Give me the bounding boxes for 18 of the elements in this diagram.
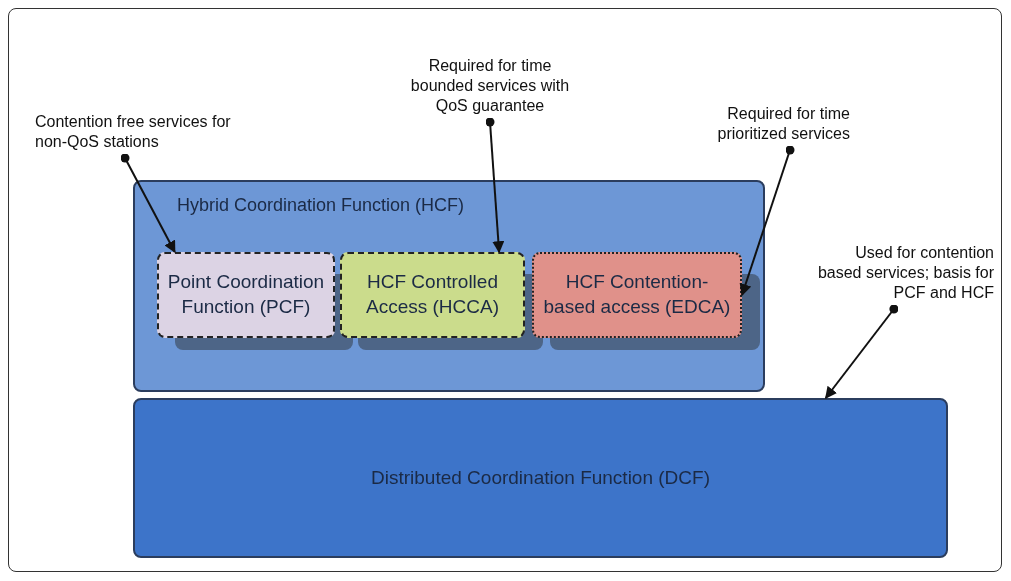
function-box — [133, 398, 948, 558]
leader-line — [739, 145, 795, 297]
box-label: Distributed Coordination Function (DCF) — [370, 465, 711, 490]
callout-note: Used for contention based services; basis for PCF and HCF — [812, 243, 994, 303]
callout-note: Contention free services for non-QoS stations — [35, 112, 235, 152]
box-label: HCF Contention-based access (EDCA) — [542, 270, 732, 319]
leader-line — [824, 304, 899, 399]
leader-line — [120, 153, 176, 254]
function-box — [157, 252, 335, 338]
function-layer — [133, 180, 765, 392]
function-box — [532, 252, 742, 338]
callout-note: Required for time bounded services with QoS guarantee — [405, 56, 575, 116]
layer-title: Hybrid Coordination Function (HCF) — [176, 194, 466, 217]
function-box — [340, 252, 525, 338]
box-label: Point Coordination Function (PCF) — [166, 270, 326, 319]
callout-note: Required for time prioritized services — [700, 104, 850, 144]
box-label: HCF Controlled Access (HCCA) — [365, 270, 500, 319]
leader-line — [485, 117, 505, 254]
